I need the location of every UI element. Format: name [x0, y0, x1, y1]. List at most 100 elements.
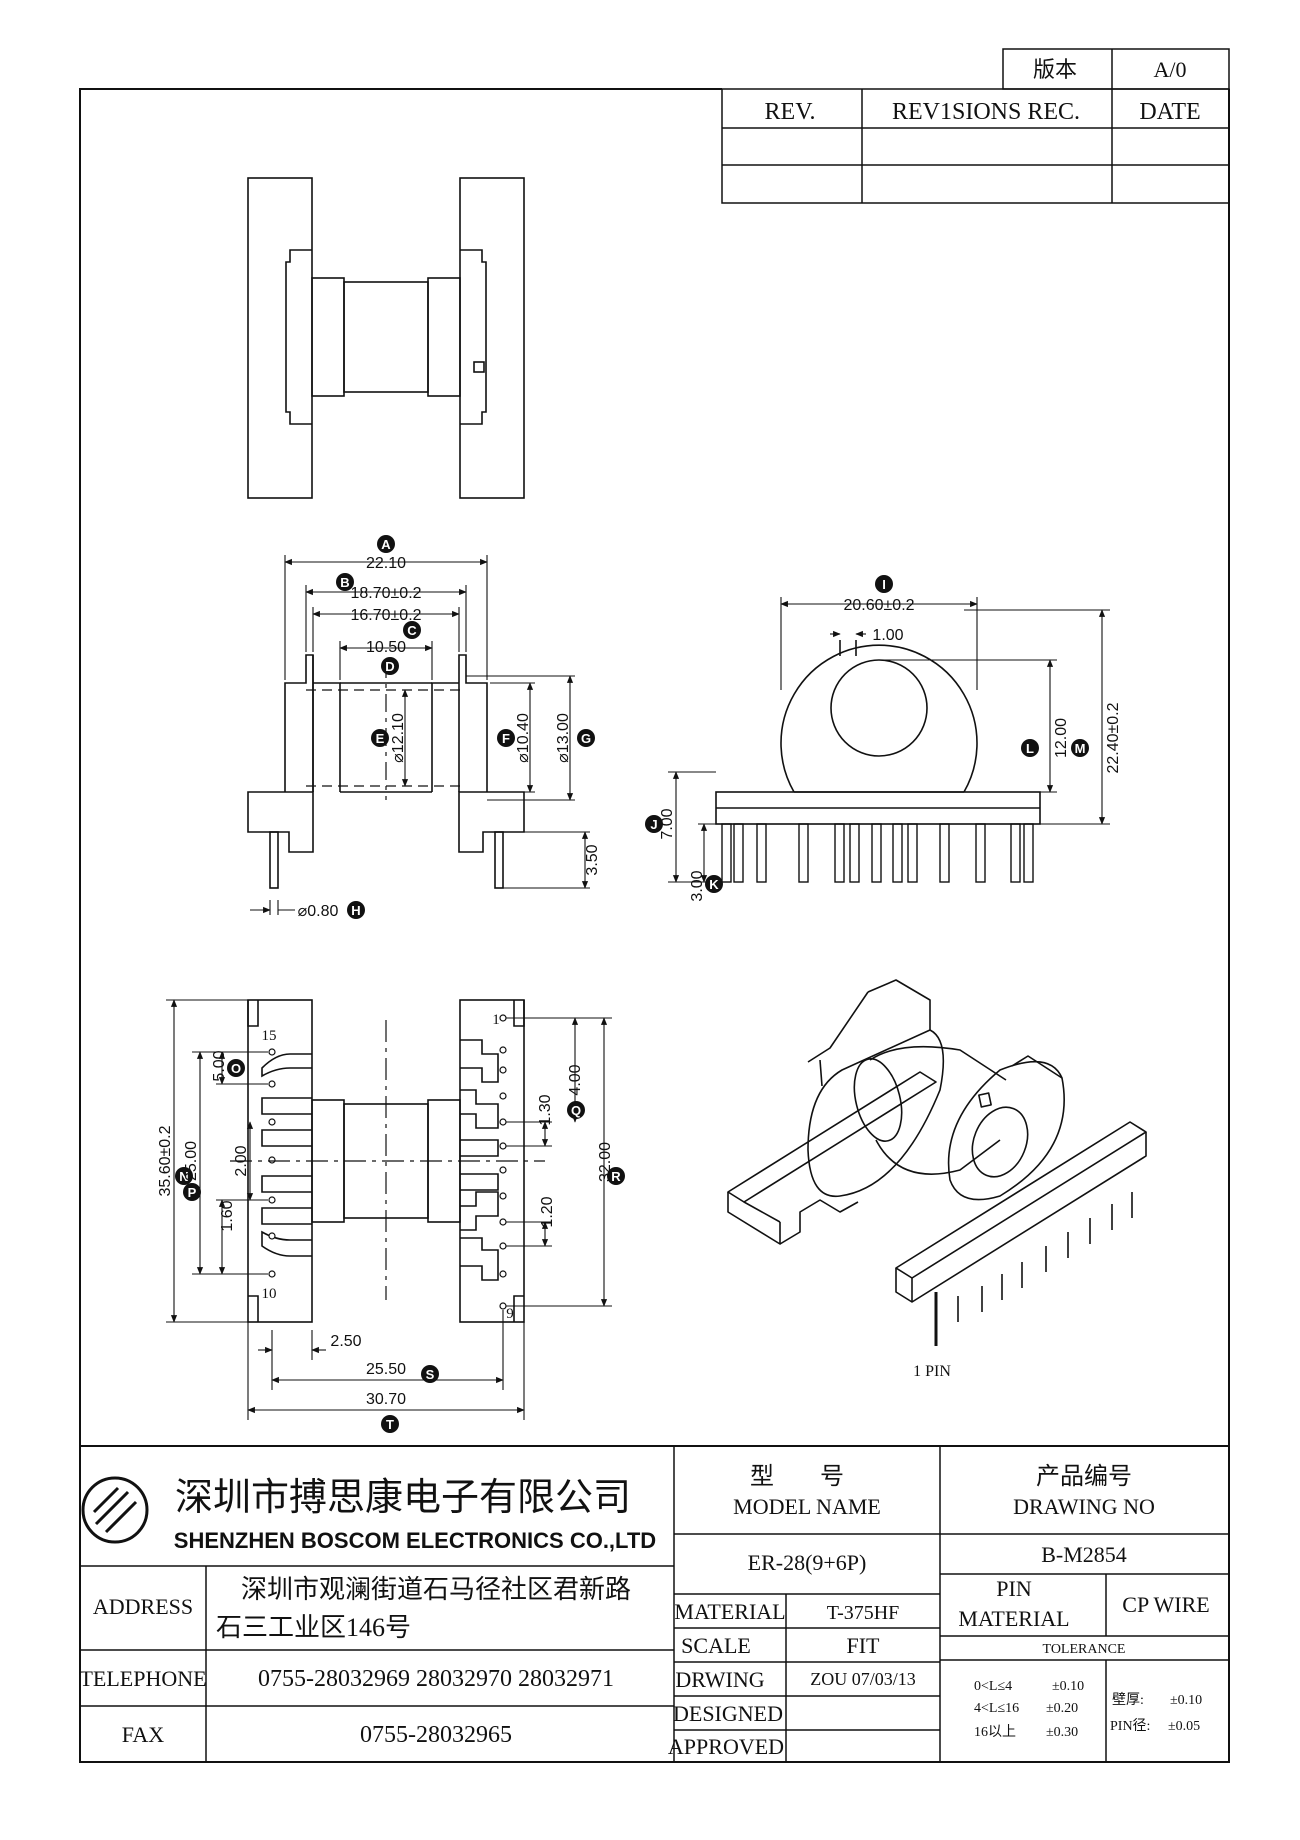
dim-ref-circle — [377, 535, 395, 553]
dim-ref-p-marker: P — [183, 1183, 201, 1201]
dim-ref-letter: R — [611, 1169, 621, 1184]
pin-10-label: 10 — [262, 1286, 277, 1302]
dim-ref-circle — [347, 901, 365, 919]
dim-130-value: 1.30 — [537, 1094, 554, 1125]
model-cn: 型 号 — [750, 1463, 864, 1490]
dim-ref-letter: J — [650, 817, 657, 832]
dim-ref-d-marker: D — [381, 657, 399, 675]
top-view — [247, 177, 525, 499]
dim-160-value: 1.60 — [219, 1200, 236, 1231]
tol-range2: 4<L≤16 — [974, 1701, 1019, 1716]
dim-ref-circle — [607, 1167, 625, 1185]
dim-ref-letter: I — [882, 577, 886, 592]
tol-value1: ±0.10 — [1052, 1679, 1084, 1694]
dim-a-value: 22.10 — [366, 555, 406, 572]
dim-ref-letter: G — [581, 731, 591, 746]
title-block-grid — [80, 1445, 1229, 1762]
dim-ref-l-marker: L — [1021, 739, 1039, 757]
dim-ref-n-marker: N — [175, 1167, 193, 1185]
dim-120-value: 1.20 — [539, 1196, 556, 1227]
dim-l-value: 12.00 — [1053, 718, 1070, 758]
dim-ref-circle — [421, 1365, 439, 1383]
pin-material-label: MATERIAL — [958, 1606, 1069, 1631]
designed-label: DESIGNED — [673, 1701, 783, 1726]
dim-ref-letter: Q — [571, 1103, 581, 1118]
side-view-dim-lines — [668, 597, 1110, 883]
dim-ref-b-marker: B — [336, 573, 354, 591]
isometric-view — [727, 979, 1147, 1346]
dim-2-value: 2.00 — [233, 1145, 250, 1176]
pin-material-value: CP WIRE — [1122, 1592, 1209, 1617]
address-line2: 石三工业区146号 — [216, 1613, 411, 1642]
dim-ref-circle — [227, 1059, 245, 1077]
address-label: ADDRESS — [93, 1594, 193, 1619]
approved-label: APPROVED — [668, 1734, 784, 1759]
iso-pin-note: 1 PIN — [913, 1363, 951, 1380]
dim-ref-letter: E — [376, 731, 385, 746]
material-value: T-375HF — [827, 1602, 900, 1624]
scale-value: FIT — [847, 1633, 881, 1658]
dim-ref-circle — [403, 621, 421, 639]
fax-value: 0755-28032965 — [360, 1722, 512, 1748]
dim-ref-c-marker: C — [403, 621, 421, 639]
tol-range1: 0<L≤4 — [974, 1679, 1012, 1694]
side-view — [715, 640, 1041, 825]
dim-p-value: 25.00 — [183, 1141, 200, 1181]
date-header: DATE — [1139, 99, 1200, 125]
dim-ref-e-marker: E — [371, 729, 389, 747]
telephone-label: TELEPHONE — [79, 1666, 206, 1691]
front-view-dim-lines — [250, 555, 590, 915]
dim-pin-height: 3.50 — [584, 844, 601, 875]
pindia-value: ±0.05 — [1168, 1719, 1200, 1734]
dim-c-value: 16.70±0.2 — [350, 607, 421, 624]
dim-ref-f-marker: F — [497, 729, 515, 747]
wall-value: ±0.10 — [1170, 1693, 1202, 1708]
tol-value3: ±0.30 — [1046, 1725, 1078, 1740]
dim-ref-k-marker: K — [705, 875, 723, 893]
dim-ref-a-marker: A — [377, 535, 395, 553]
tolerance-label: TOLERANCE — [1043, 1642, 1126, 1657]
dim-ref-letter: K — [709, 877, 719, 892]
company-logo — [81, 1476, 149, 1544]
dim-ref-letter: B — [340, 575, 349, 590]
dim-m-value: 22.40±0.2 — [1105, 702, 1122, 773]
front-view-hidden-lines — [306, 660, 466, 800]
bottom-view-dim-lines — [166, 999, 612, 1420]
dim-ref-h-marker: H — [347, 901, 365, 919]
dim-ref-circle — [175, 1167, 193, 1185]
scale-label: SCALE — [681, 1633, 751, 1658]
dim-ref-letter: L — [1026, 741, 1034, 756]
dim-ref-letter: C — [407, 623, 417, 638]
tol-range3: 16以上 — [974, 1724, 1016, 1740]
dim-ref-m-marker: M — [1071, 739, 1089, 757]
dim-s-value: 25.50 — [366, 1361, 406, 1378]
dim-r-value: 32.00 — [597, 1142, 614, 1182]
bottom-view-centerlines — [230, 1020, 545, 1300]
dim-ref-letter: M — [1075, 741, 1086, 756]
drwing-value: ZOU 07/03/13 — [810, 1669, 916, 1689]
dim-ref-letter: F — [502, 731, 510, 746]
dim-ref-o-marker: O — [227, 1059, 245, 1077]
dim-ref-r-marker: R — [607, 1167, 625, 1185]
dim-ref-circle — [567, 1101, 585, 1119]
wall-label: 壁厚: — [1112, 1692, 1144, 1708]
pin-9-label: 9 — [506, 1306, 514, 1322]
dim-n-value: 35.60±0.2 — [157, 1125, 174, 1196]
dim-ref-letter: O — [231, 1061, 241, 1076]
bottom-view-pin-holes — [268, 1014, 507, 1310]
dim-ref-circle — [336, 573, 354, 591]
pin-1-label: 1 — [492, 1012, 500, 1028]
pin-label: PIN — [996, 1576, 1032, 1601]
tol-value2: ±0.20 — [1046, 1701, 1078, 1716]
dim-ref-circle — [1071, 739, 1089, 757]
revisions-header: REV1SIONS REC. — [892, 99, 1080, 125]
dim-ref-t-marker: T — [381, 1415, 399, 1433]
dim-i-value: 20.60±0.2 — [843, 597, 914, 614]
dim-slot-value: 1.00 — [872, 627, 903, 644]
drawing-en: DRAWING NO — [1013, 1494, 1155, 1519]
dim-ref-circle — [497, 729, 515, 747]
model-en: MODEL NAME — [733, 1494, 881, 1519]
dim-j-value: 7.00 — [659, 808, 676, 839]
dim-ref-i-marker: I — [875, 575, 893, 593]
drawing-cn: 产品编号 — [1036, 1463, 1132, 1490]
